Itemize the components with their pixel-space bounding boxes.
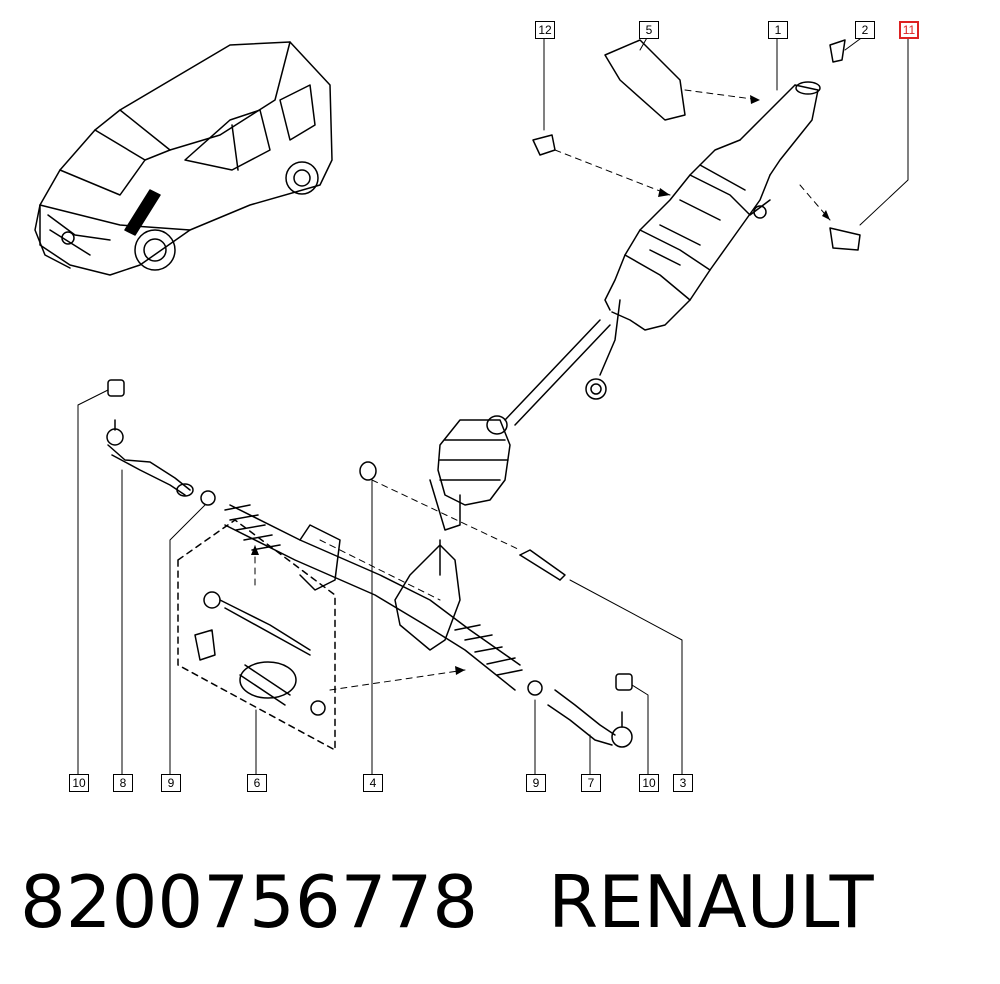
leader-lines — [77, 35, 909, 776]
callout-label-9-left: 9 — [161, 774, 181, 792]
callout-label-5: 5 — [639, 21, 659, 39]
callout-label-7: 7 — [581, 774, 601, 792]
part-number: 8200756778 — [20, 860, 479, 944]
callout-label-11: 11 — [899, 21, 919, 39]
callout-label-10-left: 10 — [69, 774, 89, 792]
callout-label-2: 2 — [855, 21, 875, 39]
steering-column — [504, 81, 821, 426]
callout-label-8: 8 — [113, 774, 133, 792]
brand-name: RENAULT — [548, 860, 874, 944]
callout-label-1: 1 — [768, 21, 788, 39]
callout-label-6: 6 — [247, 774, 267, 792]
assembly-arrows — [254, 89, 831, 691]
callout-label-9-right: 9 — [526, 774, 546, 792]
arrow-heads — [251, 95, 830, 675]
tie-rod-kit — [177, 519, 336, 751]
tie-rod-end-left — [106, 419, 194, 497]
tie-rod-end-right — [547, 689, 633, 748]
small-parts — [107, 39, 861, 696]
callout-label-3: 3 — [673, 774, 693, 792]
part-caption: 8200756778 RENAULT — [20, 860, 874, 950]
steering-boot — [429, 415, 511, 531]
callout-label-12: 12 — [535, 21, 555, 39]
callout-label-4: 4 — [363, 774, 383, 792]
steering-rack — [224, 504, 523, 691]
steering-rack-exploded-diagram — [34, 35, 909, 776]
vehicle-illustration — [34, 41, 333, 276]
callout-label-10-right: 10 — [639, 774, 659, 792]
